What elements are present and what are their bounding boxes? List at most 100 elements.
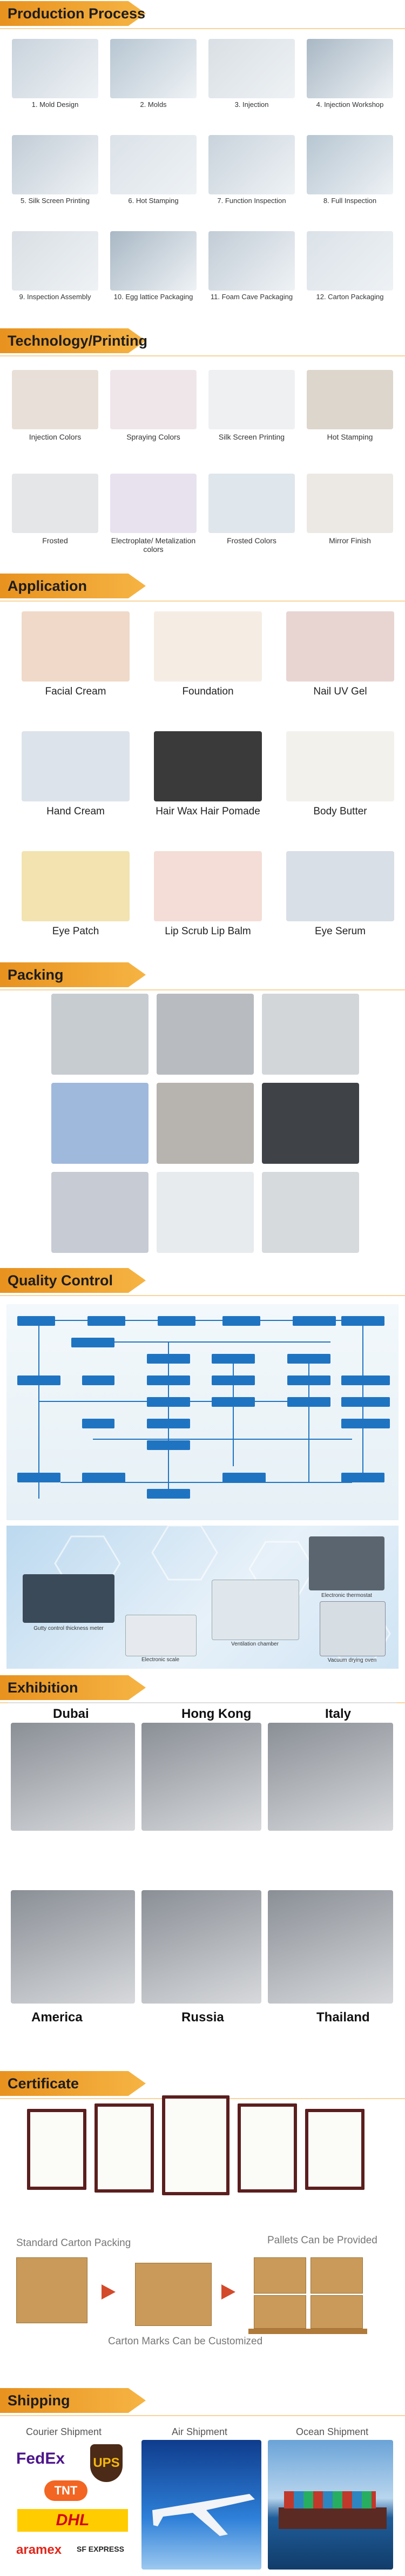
exhibition-photo bbox=[141, 1723, 261, 1831]
application-label: Eye Patch bbox=[52, 926, 99, 937]
application-label: Facial Cream bbox=[45, 686, 106, 697]
dhl-logo: DHL bbox=[17, 2509, 128, 2532]
thickness-meter-photo bbox=[23, 1574, 114, 1623]
certificate-paper bbox=[308, 2112, 361, 2187]
section-certificate-banner: Certificate bbox=[0, 2071, 405, 2099]
technology-photo bbox=[307, 474, 393, 533]
exhibition-photo bbox=[268, 1723, 393, 1831]
certificate-frame bbox=[27, 2109, 86, 2190]
exhibition-city-label: Thailand bbox=[316, 2010, 370, 2025]
quality-equipment-panel: Gutty control thickness meter Electronic… bbox=[6, 1526, 399, 1669]
section-title: Shipping bbox=[8, 2392, 70, 2409]
packing-photo bbox=[157, 1083, 254, 1164]
pallet-box bbox=[310, 2257, 363, 2294]
tnt-logo: TNT bbox=[44, 2480, 87, 2501]
section-packing-banner: Packing bbox=[0, 962, 405, 990]
application-label: Nail UV Gel bbox=[313, 686, 367, 697]
technology-photo bbox=[208, 370, 295, 429]
ocean-label: Ocean Shipment bbox=[296, 2426, 369, 2437]
certificate-paper bbox=[98, 2107, 151, 2189]
section-title: Production Process bbox=[8, 5, 146, 22]
process-step-label: 1. Mold Design bbox=[31, 100, 79, 109]
technology-label: Electroplate/ Metalization colors bbox=[111, 536, 196, 554]
thermostat-photo bbox=[309, 1536, 384, 1590]
section-title: Quality Control bbox=[8, 1272, 113, 1289]
technology-label: Frosted Colors bbox=[227, 536, 276, 545]
exhibition-photo bbox=[268, 1890, 393, 2004]
section-application-banner: Application bbox=[0, 574, 405, 602]
technology-label: Silk Screen Printing bbox=[218, 433, 285, 441]
application-photo bbox=[154, 611, 262, 682]
packing-photo bbox=[51, 1083, 148, 1164]
process-step-label: 6. Hot Stamping bbox=[128, 197, 179, 205]
section-title: Packing bbox=[8, 967, 64, 983]
exhibition-photo bbox=[11, 1890, 135, 2004]
quality-flow-chart bbox=[6, 1304, 399, 1520]
process-photo bbox=[307, 135, 393, 194]
certificate-frame bbox=[94, 2103, 154, 2193]
section-technology-banner: Technology/Printing bbox=[0, 328, 405, 356]
process-photo bbox=[110, 231, 197, 291]
pallet bbox=[248, 2329, 367, 2334]
application-photo bbox=[154, 851, 262, 921]
marks-note: Carton Marks Can be Customized bbox=[108, 2336, 263, 2347]
application-label: Eye Serum bbox=[315, 926, 366, 937]
technology-photo bbox=[110, 370, 197, 429]
aramex-logo: aramex bbox=[16, 2543, 62, 2557]
carton-box-open bbox=[16, 2257, 87, 2323]
exhibition-city-label: Dubai bbox=[53, 1707, 89, 1721]
technology-label: Frosted bbox=[42, 536, 68, 545]
air-shipment-photo bbox=[141, 2440, 261, 2570]
application-label: Foundation bbox=[182, 686, 234, 697]
equipment-label: Ventilation chamber bbox=[231, 1641, 279, 1647]
packing-photo bbox=[157, 994, 254, 1075]
application-photo bbox=[154, 731, 262, 801]
section-title: Technology/Printing bbox=[8, 333, 147, 349]
exhibition-city-label: Russia bbox=[181, 2010, 224, 2025]
section-quality-banner: Quality Control bbox=[0, 1268, 405, 1296]
process-photo bbox=[110, 39, 197, 98]
flow-lines bbox=[38, 1320, 363, 1499]
process-step-label: 12. Carton Packaging bbox=[316, 293, 384, 301]
sf-express-logo: SF EXPRESS bbox=[77, 2545, 124, 2553]
process-step-label: 7. Function Inspection bbox=[217, 197, 286, 205]
technology-label: Spraying Colors bbox=[126, 433, 180, 441]
certificate-paper bbox=[30, 2112, 83, 2187]
process-step-label: 5. Silk Screen Printing bbox=[21, 197, 90, 205]
process-step-label: 4. Injection Workshop bbox=[316, 100, 384, 109]
air-label: Air Shipment bbox=[172, 2426, 228, 2437]
arrow-icon bbox=[221, 2284, 235, 2299]
technology-photo bbox=[307, 370, 393, 429]
technology-photo bbox=[110, 474, 197, 533]
pallets-note: Pallets Can be Provided bbox=[267, 2235, 377, 2246]
arrow-icon bbox=[102, 2284, 116, 2299]
exhibition-city-label: Italy bbox=[325, 1707, 352, 1721]
equipment-label: Electronic scale bbox=[141, 1657, 180, 1663]
packing-photo bbox=[157, 1172, 254, 1253]
section-shipping-banner: Shipping bbox=[0, 2388, 405, 2416]
technology-label: Hot Stamping bbox=[327, 433, 373, 441]
section-production-banner: Production Process bbox=[0, 1, 405, 29]
ventilation-chamber-photo bbox=[212, 1580, 299, 1640]
technology-label: Mirror Finish bbox=[329, 536, 371, 545]
process-photo bbox=[208, 135, 295, 194]
courier-label: Courier Shipment bbox=[26, 2426, 102, 2437]
exhibition-photo bbox=[11, 1723, 135, 1831]
process-step-label: 9. Inspection Assembly bbox=[19, 293, 91, 301]
process-step-label: 3. Injection bbox=[234, 100, 269, 109]
section-title: Exhibition bbox=[8, 1680, 78, 1696]
electronic-scale-photo bbox=[125, 1615, 197, 1656]
application-label: Lip Scrub Lip Balm bbox=[165, 926, 251, 937]
application-label: Hair Wax Hair Pomade bbox=[156, 806, 260, 817]
process-photo bbox=[208, 39, 295, 98]
technology-label: Injection Colors bbox=[29, 433, 82, 441]
packing-photo bbox=[51, 1172, 148, 1253]
packing-photo bbox=[262, 1172, 359, 1253]
ups-logo: UPS bbox=[90, 2444, 123, 2482]
process-step-label: 10. Egg lattice Packaging bbox=[113, 293, 193, 301]
equipment-label: Gutty control thickness meter bbox=[33, 1626, 104, 1631]
technology-photo bbox=[12, 370, 98, 429]
section-title: Application bbox=[8, 578, 87, 594]
technology-photo bbox=[12, 474, 98, 533]
equipment-label: Electronic thermostat bbox=[321, 1593, 372, 1599]
